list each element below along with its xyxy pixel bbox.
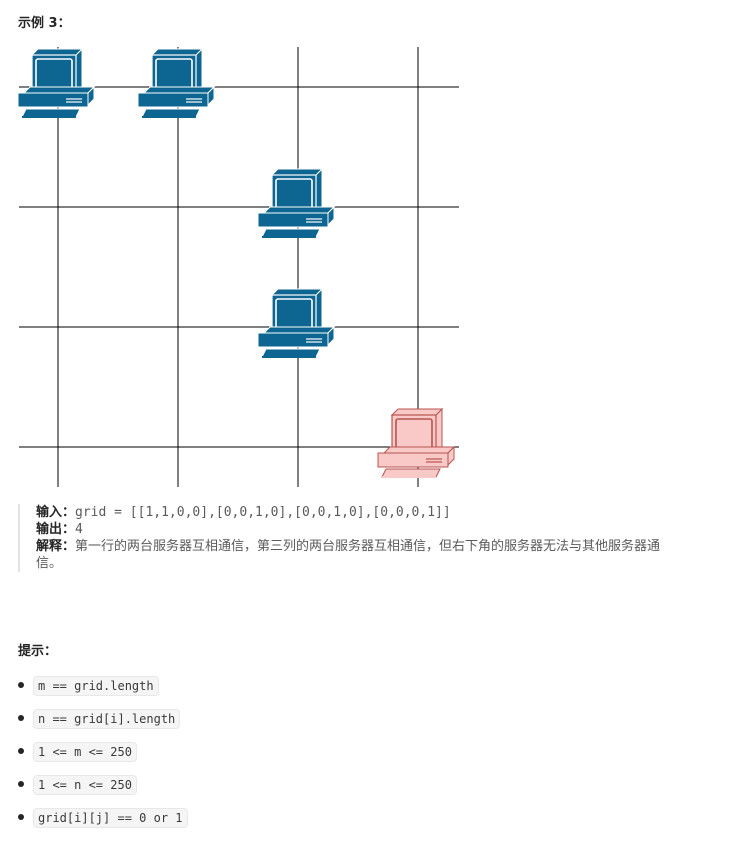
server-computer-icon xyxy=(137,47,216,118)
server-computer-icon xyxy=(257,287,336,358)
output-value: 4 xyxy=(75,522,83,537)
hint-code: grid[i][j] == 0 or 1 xyxy=(33,808,188,828)
hints-heading: 提示： xyxy=(18,644,58,659)
input-value: grid = [[1,1,0,0],[0,0,1,0],[0,0,1,0],[0… xyxy=(75,505,451,520)
bullet-icon xyxy=(18,682,24,688)
bullet-icon xyxy=(18,781,24,787)
hint-code: n == grid[i].length xyxy=(33,709,181,729)
server-computer-icon xyxy=(257,167,336,238)
server-grid-diagram xyxy=(17,47,459,487)
bullet-icon xyxy=(18,814,24,820)
bullet-icon xyxy=(18,748,24,754)
input-label: 输入： xyxy=(36,505,76,520)
grid-lines xyxy=(19,47,459,487)
output-line: 输出：4 xyxy=(36,521,736,538)
explain-label: 解释： xyxy=(36,539,76,554)
hint-code: m == grid.length xyxy=(33,676,159,696)
bullet-icon xyxy=(18,715,24,721)
isolated-server-computer-icon xyxy=(377,407,456,478)
hint-code: 1 <= n <= 250 xyxy=(33,775,137,795)
explain-line-continued: 信。 xyxy=(36,555,736,572)
output-label: 输出： xyxy=(36,522,76,537)
explain-text: 第一行的两台服务器互相通信，第三列的两台服务器互相通信，但右下角的服务器无法与其… xyxy=(75,539,661,554)
example-heading: 示例 3： xyxy=(18,16,71,31)
explain-line: 解释：第一行的两台服务器互相通信，第三列的两台服务器互相通信，但右下角的服务器无… xyxy=(36,538,736,555)
example-io-block: 输入：grid = [[1,1,0,0],[0,0,1,0],[0,0,1,0]… xyxy=(18,504,736,572)
input-line: 输入：grid = [[1,1,0,0],[0,0,1,0],[0,0,1,0]… xyxy=(36,504,736,521)
hint-code: 1 <= m <= 250 xyxy=(33,742,137,762)
explain-text-continued: 信。 xyxy=(36,556,63,571)
computers xyxy=(17,47,456,478)
server-computer-icon xyxy=(17,47,96,118)
